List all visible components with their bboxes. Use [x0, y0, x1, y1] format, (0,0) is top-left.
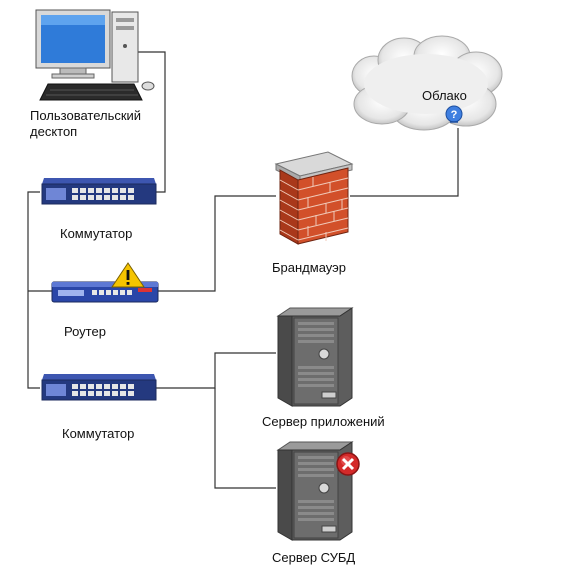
firewall-label: Брандмауэр [272, 260, 346, 275]
link-firewall-cloud [350, 128, 459, 197]
svg-text:?: ? [451, 109, 458, 121]
app-server-label: Сервер приложений [262, 414, 385, 429]
cloud-label: Облако [422, 88, 467, 103]
link-to-db [214, 388, 276, 489]
question-icon: ? [445, 105, 463, 123]
desktop-label: Пользовательский десктоп [30, 108, 141, 140]
router-label: Роутер [64, 324, 106, 339]
error-icon [336, 452, 360, 476]
warning-icon [111, 262, 145, 288]
link-desktop-switch [138, 51, 166, 193]
link-switch-servers [155, 352, 276, 389]
switch-top-label: Коммутатор [60, 226, 133, 241]
desktop-label-line1: Пользовательский [30, 108, 142, 123]
network-switch-icon [41, 178, 157, 205]
router-icon [51, 262, 159, 303]
desktop-label-line2: десктоп [30, 124, 78, 139]
network-switch-icon [41, 374, 157, 401]
server-icon [276, 307, 354, 407]
link-left-trunk [27, 191, 40, 389]
firewall-icon [274, 151, 354, 245]
db-server-label: Сервер СУБД [272, 550, 356, 565]
desktop-computer-icon [35, 9, 155, 101]
switch-bottom-label: Коммутатор [62, 426, 135, 441]
link-router-firewall [158, 195, 276, 292]
server-icon [276, 441, 360, 541]
cloud-icon: ? [351, 35, 503, 131]
